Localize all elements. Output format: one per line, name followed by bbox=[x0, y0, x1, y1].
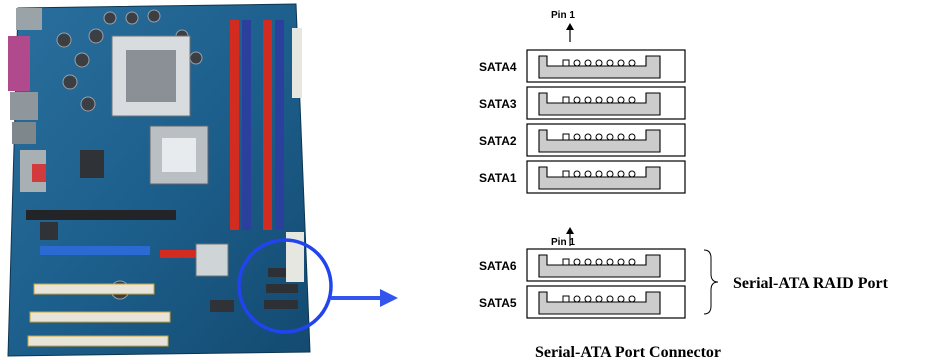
connector-slot bbox=[538, 166, 661, 190]
connector-slot bbox=[538, 129, 661, 153]
connector-pin bbox=[573, 96, 581, 104]
raid-port-label: Serial-ATA RAID Port bbox=[733, 275, 889, 292]
sata-port-label: SATA6 bbox=[479, 259, 517, 273]
connector-pin bbox=[584, 170, 592, 178]
sata-port: SATA2 bbox=[479, 123, 686, 157]
pin1-arrow-icon-bottom bbox=[566, 227, 574, 234]
pin1-pad bbox=[562, 133, 570, 141]
sata-port-label: SATA5 bbox=[479, 296, 517, 310]
connector-pin bbox=[573, 295, 581, 303]
pin1-pad bbox=[562, 258, 570, 266]
pin1-pad bbox=[562, 170, 570, 178]
connector-slot bbox=[538, 92, 661, 116]
pin1-label-top: Pin 1 bbox=[551, 10, 575, 21]
pin1-pad bbox=[562, 96, 570, 104]
connector-pin bbox=[628, 96, 636, 104]
connector-pin bbox=[606, 295, 614, 303]
sata-port: SATA6 bbox=[479, 248, 686, 282]
connector-pin bbox=[628, 295, 636, 303]
connector-pin bbox=[584, 133, 592, 141]
connector-pin bbox=[606, 133, 614, 141]
pin1-arrow-icon-top bbox=[566, 23, 574, 30]
sata-port-label: SATA2 bbox=[479, 134, 517, 148]
connector-pin bbox=[628, 59, 636, 67]
pin1-label-bottom: Pin 1 bbox=[551, 237, 575, 248]
connector-pin bbox=[606, 96, 614, 104]
connector-pin bbox=[595, 133, 603, 141]
connector-slot bbox=[538, 254, 661, 278]
caption: Serial-ATA Port Connector bbox=[535, 344, 721, 361]
connector-pin bbox=[617, 258, 625, 266]
connector-slot bbox=[538, 291, 661, 315]
sata-port-label: SATA3 bbox=[479, 97, 517, 111]
connector-pin bbox=[573, 59, 581, 67]
motherboard-image bbox=[7, 3, 311, 357]
sata-port-label: SATA4 bbox=[479, 60, 517, 74]
connector-pin bbox=[573, 170, 581, 178]
connector-pin bbox=[628, 258, 636, 266]
connector-pin bbox=[573, 133, 581, 141]
highlight-circle bbox=[237, 238, 333, 334]
connector-pin bbox=[584, 258, 592, 266]
connector-pin bbox=[595, 96, 603, 104]
connector-pin bbox=[617, 133, 625, 141]
raid-bracket bbox=[703, 249, 719, 315]
sata-port: SATA3 bbox=[479, 86, 686, 120]
connector-pin bbox=[606, 170, 614, 178]
connector-pin bbox=[584, 96, 592, 104]
pin1-pad bbox=[562, 295, 570, 303]
connector-pin bbox=[584, 295, 592, 303]
connector-pin bbox=[595, 258, 603, 266]
pointer-arrow bbox=[331, 289, 398, 307]
connector-pin bbox=[606, 258, 614, 266]
connector-pin bbox=[617, 59, 625, 67]
connector-pin bbox=[573, 258, 581, 266]
sata-port: SATA1 bbox=[479, 160, 686, 194]
connector-slot bbox=[538, 55, 661, 79]
connector-pin bbox=[595, 170, 603, 178]
connector-pin bbox=[606, 59, 614, 67]
sata-port-label: SATA1 bbox=[479, 171, 517, 185]
connector-pin bbox=[617, 170, 625, 178]
connector-pin bbox=[628, 170, 636, 178]
connector-pin bbox=[595, 59, 603, 67]
sata-port: SATA4 bbox=[479, 49, 686, 83]
connector-pin bbox=[617, 295, 625, 303]
pin1-pad bbox=[562, 59, 570, 67]
connector-pin bbox=[617, 96, 625, 104]
connector-pin bbox=[628, 133, 636, 141]
connector-pin bbox=[595, 295, 603, 303]
sata-port: SATA5 bbox=[479, 285, 686, 319]
connector-pin bbox=[584, 59, 592, 67]
